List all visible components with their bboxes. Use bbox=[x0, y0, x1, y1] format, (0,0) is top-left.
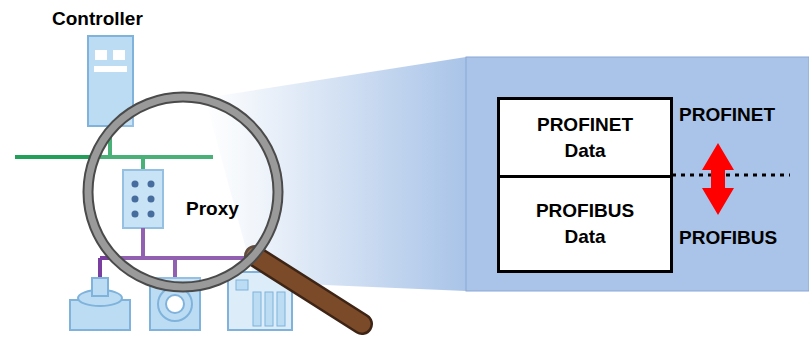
protocol-label: PROFIBUS bbox=[679, 227, 777, 249]
drive-device bbox=[70, 278, 130, 330]
device-label: Controller bbox=[52, 8, 143, 30]
cell-text: PROFINET Data bbox=[537, 112, 633, 163]
double-arrow bbox=[702, 143, 734, 215]
data-cell: PROFIBUS Data bbox=[497, 175, 673, 273]
zoom-panel bbox=[466, 57, 809, 291]
protocol-label: PROFINET bbox=[679, 104, 775, 126]
dotted-boundary bbox=[672, 174, 790, 177]
device-label: Proxy bbox=[186, 198, 239, 220]
magnifier-glass bbox=[88, 97, 362, 324]
cell-text: PROFIBUS Data bbox=[536, 198, 634, 249]
data-cell: PROFINET Data bbox=[497, 97, 673, 178]
